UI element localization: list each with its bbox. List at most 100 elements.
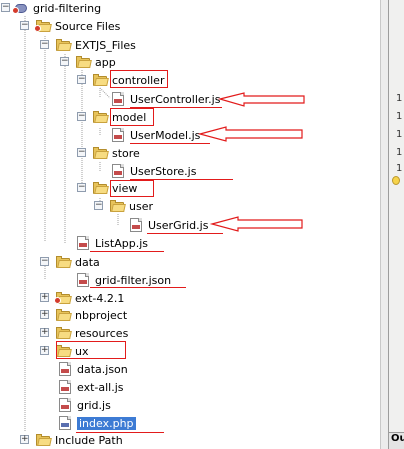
output-tab[interactable]: Ou xyxy=(389,432,404,449)
tree-node-list-app[interactable]: ListApp.js xyxy=(75,235,148,251)
tree-node-include-path[interactable]: + Include Path xyxy=(20,432,123,448)
annotation-underline xyxy=(90,251,164,252)
expand-toggle[interactable]: + xyxy=(40,309,49,319)
annotation-underline xyxy=(90,287,186,288)
expand-toggle[interactable]: + xyxy=(20,434,29,444)
tree-node-ext[interactable]: + ext-4.2.1 xyxy=(40,290,124,306)
source-files-label: Source Files xyxy=(55,19,121,33)
vertical-scrollbar[interactable] xyxy=(380,0,388,449)
user-model-label: UserModel.js xyxy=(130,128,201,142)
hint-bulb-icon[interactable] xyxy=(392,176,400,185)
javascript-file-icon xyxy=(77,273,89,287)
tree-node-user[interactable]: − user xyxy=(94,198,153,214)
user-store-label: UserStore.js xyxy=(130,164,197,178)
collapse-toggle[interactable]: − xyxy=(94,200,103,210)
annotation-underline xyxy=(76,432,164,433)
line-number: 1 xyxy=(396,111,403,122)
annotation-box-controller xyxy=(110,70,168,88)
project-label: grid-filtering xyxy=(33,1,102,15)
annotation-box-ux xyxy=(56,341,126,359)
folder-icon xyxy=(92,110,109,124)
folder-icon xyxy=(92,73,109,87)
tree-node-app[interactable]: − app xyxy=(60,54,116,70)
annotation-box-model xyxy=(110,108,154,126)
annotation-underline xyxy=(130,143,210,144)
collapse-toggle[interactable]: − xyxy=(77,74,86,84)
tree-node-extjs-files[interactable]: − EXTJS_Files xyxy=(40,37,136,53)
expand-toggle[interactable]: + xyxy=(40,327,49,337)
data-label: data xyxy=(75,255,100,269)
collapse-toggle[interactable]: − xyxy=(77,147,86,157)
folder-icon xyxy=(92,181,109,195)
grid-filter-label: grid-filter.json xyxy=(95,273,172,287)
collapse-toggle[interactable]: − xyxy=(40,256,49,266)
tree-node-view[interactable]: − view xyxy=(77,180,137,196)
annotation-box-view xyxy=(110,180,154,197)
javascript-file-icon xyxy=(59,362,71,376)
view-label: view xyxy=(112,181,138,195)
ux-label: ux xyxy=(75,344,89,358)
tree-node-nbproject[interactable]: + nbproject xyxy=(40,307,127,323)
controller-label: controller xyxy=(112,73,165,87)
tree-node-user-controller[interactable]: UserController.js xyxy=(110,91,220,107)
store-label: store xyxy=(112,146,140,160)
expand-toggle[interactable]: + xyxy=(40,345,49,355)
tree-node-grid-js[interactable]: grid.js xyxy=(57,397,111,413)
tree-node-data[interactable]: − data xyxy=(40,254,100,270)
tree-node-data-json[interactable]: data.json xyxy=(57,361,128,377)
collapse-toggle[interactable]: − xyxy=(60,56,69,66)
editor-gutter xyxy=(388,0,404,449)
line-number: 1 xyxy=(396,163,403,174)
ext-label: ext-4.2.1 xyxy=(75,291,125,305)
folder-icon xyxy=(92,146,109,160)
tree-node-ext-all[interactable]: ext-all.js xyxy=(57,379,124,395)
tree-node-resources[interactable]: + resources xyxy=(40,325,128,341)
app-label: app xyxy=(95,55,116,69)
folder-icon xyxy=(55,308,72,322)
extjs-files-label: EXTJS_Files xyxy=(75,38,136,52)
grid-js-label: grid.js xyxy=(77,398,111,412)
right-arrow-icon xyxy=(197,126,303,142)
collapse-toggle[interactable]: − xyxy=(40,39,49,49)
tree-node-user-store[interactable]: UserStore.js xyxy=(110,163,196,179)
collapse-toggle[interactable]: − xyxy=(20,20,29,30)
tree-node-controller[interactable]: − controller xyxy=(77,72,164,88)
folder-icon xyxy=(55,255,72,269)
right-arrow-icon xyxy=(217,92,305,107)
tree-node-ux[interactable]: + ux xyxy=(40,343,88,359)
tree-node-user-model[interactable]: UserModel.js xyxy=(110,127,200,143)
folder-icon xyxy=(54,291,72,305)
data-json-label: data.json xyxy=(77,362,128,376)
folder-icon xyxy=(75,55,92,69)
javascript-file-icon xyxy=(59,398,71,412)
tree-node-user-grid[interactable]: UserGrid.js xyxy=(128,217,208,233)
javascript-file-icon xyxy=(112,92,124,106)
tree-node-index-php[interactable]: index.php xyxy=(57,415,136,431)
tree-node-source-files[interactable]: − Source Files xyxy=(20,18,120,34)
collapse-toggle[interactable]: − xyxy=(77,182,86,192)
javascript-file-icon xyxy=(77,236,89,250)
collapse-toggle[interactable]: − xyxy=(77,111,86,121)
php-project-icon xyxy=(12,1,29,15)
folder-icon xyxy=(35,433,52,447)
user-grid-label: UserGrid.js xyxy=(148,218,209,232)
javascript-file-icon xyxy=(59,380,71,394)
annotation-underline xyxy=(130,107,222,108)
line-number: 1 xyxy=(396,129,403,140)
ext-all-label: ext-all.js xyxy=(77,380,124,394)
right-arrow-icon xyxy=(209,216,303,232)
user-controller-label: UserController.js xyxy=(130,92,221,106)
javascript-file-icon xyxy=(130,218,142,232)
nbproject-label: nbproject xyxy=(75,308,128,322)
php-file-icon xyxy=(59,416,71,430)
folder-icon xyxy=(55,38,72,52)
tree-node-project[interactable]: − grid-filtering xyxy=(0,0,101,16)
list-app-label: ListApp.js xyxy=(95,236,149,250)
tree-node-grid-filter[interactable]: grid-filter.json xyxy=(75,272,171,288)
collapse-toggle[interactable]: − xyxy=(1,2,10,12)
expand-toggle[interactable]: + xyxy=(40,292,49,302)
tree-node-store[interactable]: − store xyxy=(77,145,140,161)
folder-icon xyxy=(34,19,52,33)
tree-node-model[interactable]: − model xyxy=(77,109,146,125)
annotation-underline xyxy=(147,233,223,234)
